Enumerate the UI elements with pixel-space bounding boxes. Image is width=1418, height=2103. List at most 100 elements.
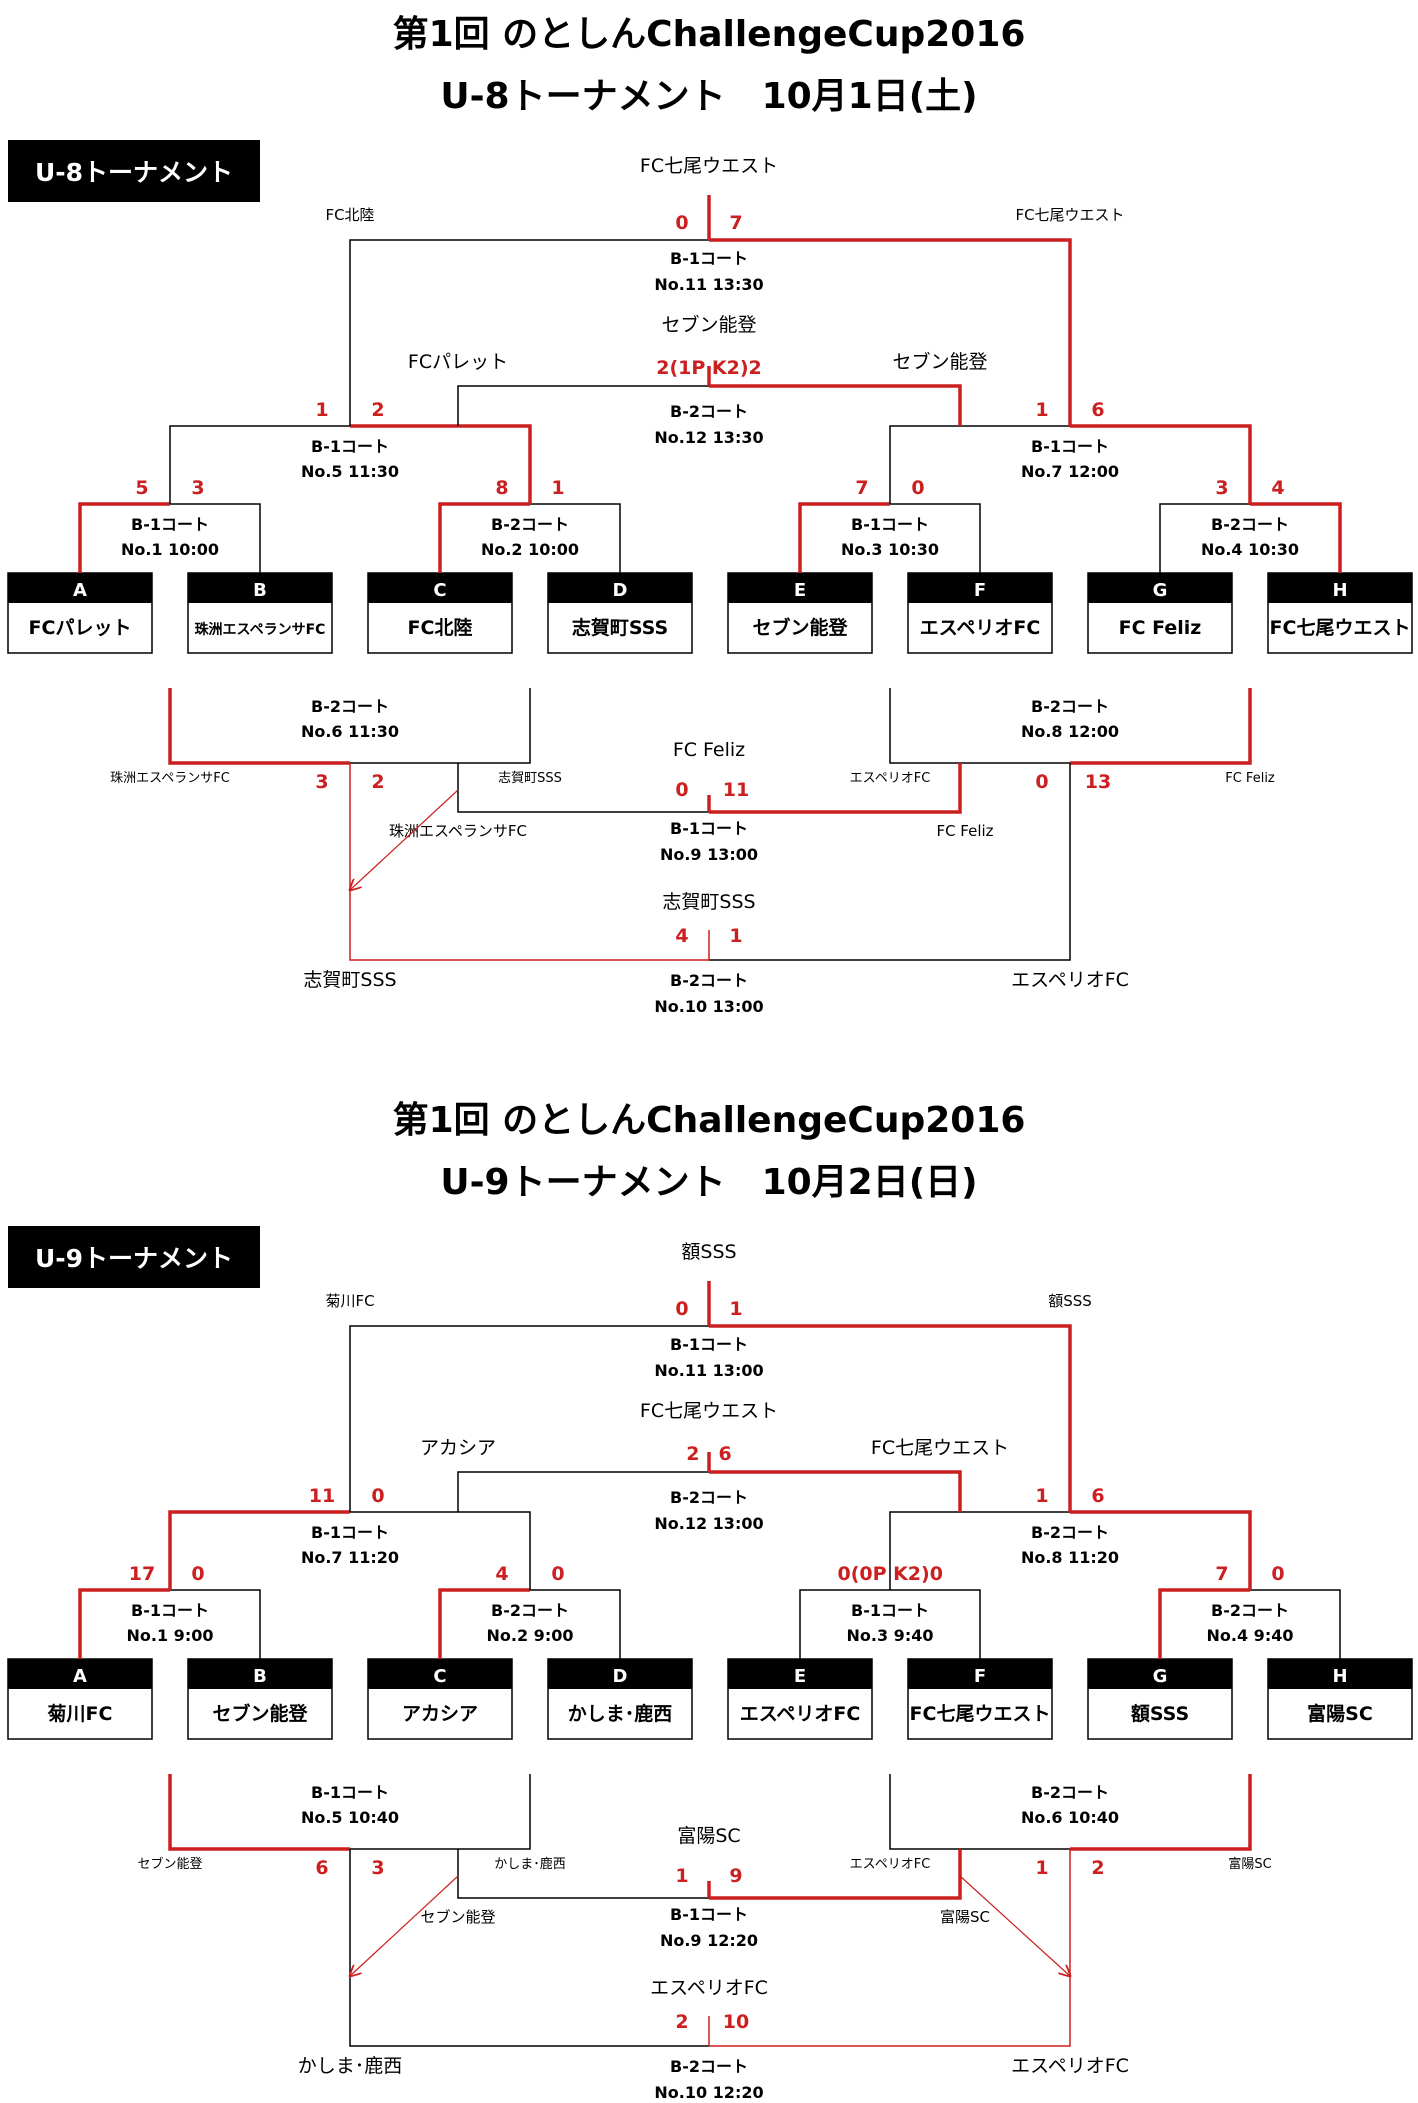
match-court: B-2コート (670, 1488, 748, 1507)
match-score: 0 (675, 779, 688, 801)
lower-final-left-team: かしま･鹿西 (298, 2055, 403, 2077)
bracket-line (799, 1589, 890, 1659)
match-court: B-1コート (1031, 437, 1109, 456)
lower-semi-entrant: セブン能登 (420, 1908, 495, 1926)
match-number-time: No.8 12:00 (1021, 722, 1119, 741)
bracket-line (709, 1470, 962, 1512)
match-score: 6 (315, 1857, 328, 1879)
division-badge-label: U-9トーナメント (35, 1244, 233, 1273)
team-name: 額SSS (1131, 1702, 1189, 1725)
bracket-line (170, 503, 261, 573)
advance-arrow (350, 1875, 459, 1976)
team-name: FC Feliz (1119, 617, 1202, 639)
bracket-line (709, 384, 962, 426)
final-left-team: 菊川FC (325, 1292, 374, 1310)
section-title: 第1回 のとしんChallengeCup2016 (393, 14, 1026, 55)
match-score: 1 (729, 1298, 742, 1320)
advance-arrow (959, 1875, 1070, 1976)
team-slot-header (1268, 573, 1412, 603)
match-score: 4 (675, 925, 688, 947)
match-score: 6 (1091, 399, 1104, 421)
bracket-line (168, 1774, 350, 1851)
match-score: 0 (551, 1563, 564, 1585)
bracket-line (438, 1588, 530, 1659)
match-score: 1 (675, 1865, 688, 1887)
bracket-line (349, 1325, 709, 1512)
match-score: 11 (309, 1485, 335, 1507)
team-slot-header (1088, 573, 1232, 603)
bracket-line (709, 238, 1072, 426)
match-score: 8 (495, 477, 508, 499)
match-court: B-1コート (131, 515, 209, 534)
match-score: 11 (723, 779, 749, 801)
team-slot-letter: B (253, 580, 267, 601)
team-slot-letter: A (73, 580, 87, 601)
match-court: B-2コート (1211, 515, 1289, 534)
match-score: 0(0P (837, 1563, 886, 1585)
team-slot-header (908, 1659, 1052, 1689)
match-number-time: No.1 9:00 (127, 1626, 214, 1645)
match-court: B-1コート (670, 1905, 748, 1924)
match-number-time: No.4 10:30 (1201, 540, 1299, 559)
match-number-time: No.10 12:20 (654, 2083, 763, 2102)
match-score: 0 (1271, 1563, 1284, 1585)
lower-team: セブン能登 (137, 1856, 202, 1872)
match-court: B-2コート (311, 697, 389, 716)
lower-team: エスペリオFC (850, 1857, 931, 1872)
bracket-line (169, 425, 350, 504)
match-court: B-2コート (1031, 1783, 1109, 1802)
team-name: FC七尾ウエスト (910, 1703, 1051, 1725)
match-score: 0 (911, 477, 924, 499)
lower-team: 富陽SC (1228, 1856, 1271, 1872)
team-slot-header (188, 573, 332, 603)
team-name: 菊川FC (48, 1702, 113, 1725)
team-slot-header (728, 573, 872, 603)
match-score: 1 (729, 925, 742, 947)
match-number-time: No.3 10:30 (841, 540, 939, 559)
lower-semi-entrant: FC Feliz (936, 822, 993, 840)
match-number-time: No.7 11:20 (301, 1548, 399, 1567)
semifinal-entrant: FC七尾ウエスト (871, 1437, 1009, 1459)
bracket-line (78, 1588, 170, 1659)
match-score: 13 (1085, 771, 1111, 793)
match-winner: 富陽SC (677, 1825, 740, 1847)
match-number-time: No.9 12:20 (660, 1931, 758, 1950)
match-score: 7 (729, 212, 742, 234)
match-score: 1 (1035, 1485, 1048, 1507)
bracket-line (709, 763, 962, 814)
division-badge (8, 140, 260, 202)
lower-team: かしま･鹿西 (494, 1856, 566, 1872)
match-number-time: No.2 10:00 (481, 540, 579, 559)
bracket-line (350, 688, 531, 764)
match-score: 1 (1035, 1857, 1048, 1879)
match-score: K2)0 (893, 1563, 943, 1585)
match-winner: FC Feliz (673, 739, 745, 761)
match-score: 0 (191, 1563, 204, 1585)
bracket-line (349, 239, 709, 426)
match-court: B-2コート (491, 1601, 569, 1620)
team-slot-header (1088, 1659, 1232, 1689)
bracket-line (350, 424, 532, 504)
match-score: 10 (723, 2011, 749, 2033)
match-number-time: No.9 13:00 (660, 845, 758, 864)
team-name: エスペリオFC (740, 1703, 861, 1725)
match-number-time: No.12 13:30 (654, 428, 763, 447)
team-name: 志賀町SSS (572, 616, 668, 639)
match-score: 3 (191, 477, 204, 499)
bracket-line (530, 503, 621, 573)
team-name: セブン能登 (212, 1702, 308, 1725)
bracket-line (457, 763, 709, 813)
bracket-line (709, 1324, 1072, 1512)
bracket-line (349, 763, 709, 961)
bracket-line (889, 425, 1070, 504)
team-slot-header (368, 573, 512, 603)
match-score: 2(1P K2)2 (656, 357, 762, 379)
team-name: かしま･鹿西 (568, 1702, 673, 1725)
match-score: 9 (729, 1865, 742, 1887)
final-left-team: FC北陸 (325, 206, 374, 224)
bracket-line (438, 502, 530, 573)
match-number-time: No.11 13:00 (654, 1361, 763, 1380)
match-score: 2 (371, 771, 384, 793)
match-score: 3 (371, 1857, 384, 1879)
